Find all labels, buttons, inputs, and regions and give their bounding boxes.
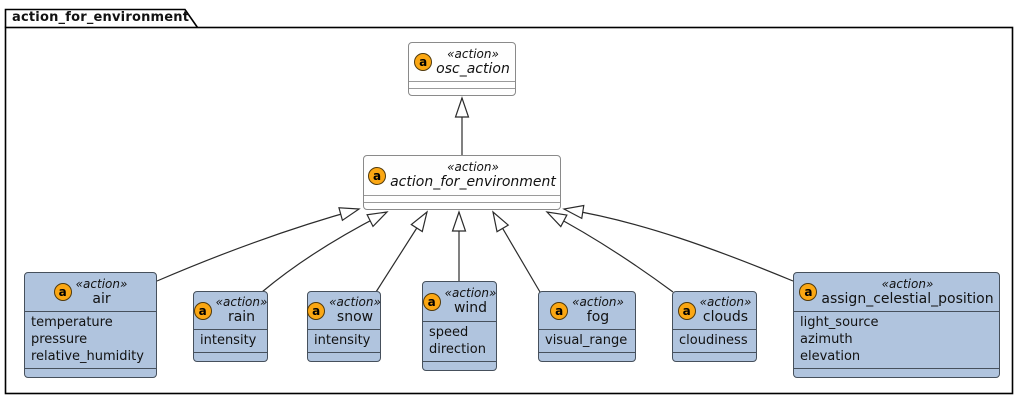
stereotype-label: «action» xyxy=(447,160,499,175)
package-tab xyxy=(4,8,199,28)
attributes-compartment: temperature pressure relative_humidity xyxy=(25,311,156,368)
class-air[interactable]: a «action» air temperature pressure rela… xyxy=(24,272,157,378)
attributes-compartment: speed direction xyxy=(423,321,496,361)
class-rain[interactable]: a «action» rain intensity xyxy=(193,291,268,362)
class-name: wind xyxy=(453,300,488,317)
action-spot-a-icon: a xyxy=(677,301,696,320)
attribute: intensity xyxy=(200,333,257,348)
class-header: a «action» osc_action xyxy=(409,43,515,81)
action-spot-a-icon: a xyxy=(799,283,818,301)
class-header: a «action» wind xyxy=(422,282,497,321)
class-name: rain xyxy=(227,309,256,326)
package-border xyxy=(4,26,1014,395)
edge-rain-to-afe xyxy=(261,211,389,293)
attribute: intensity xyxy=(314,333,371,348)
class-name: action_for_environment xyxy=(390,174,556,191)
action-spot-a-icon: a xyxy=(368,166,387,185)
empty-methods-compartment xyxy=(194,352,267,361)
attribute: elevation xyxy=(800,349,861,364)
action-spot-a-icon: a xyxy=(193,301,212,320)
attribute: speed xyxy=(429,325,469,340)
attribute: direction xyxy=(429,342,486,357)
action-spot-a-icon: a xyxy=(414,53,433,71)
class-assign-celestial-position[interactable]: a «action» assign_celestial_position lig… xyxy=(793,272,1000,378)
class-header: a «action» action_for_environment xyxy=(364,156,560,195)
empty-methods-compartment xyxy=(673,352,756,361)
class-name: assign_celestial_position xyxy=(821,290,994,307)
edge-clouds-to-afe xyxy=(545,211,674,293)
empty-methods-compartment xyxy=(364,202,560,209)
class-header: a «action» clouds xyxy=(673,292,756,329)
attributes-compartment: light_source azimuth elevation xyxy=(794,311,999,368)
class-header: a «action» air xyxy=(25,273,156,311)
empty-methods-compartment xyxy=(409,88,515,95)
package-title: action_for_environment xyxy=(12,10,190,25)
class-header: a «action» assign_celestial_position xyxy=(794,273,999,311)
class-name: snow xyxy=(336,309,374,326)
stereotype-label: «action» xyxy=(881,276,934,291)
class-name: osc_action xyxy=(436,60,510,77)
class-fog[interactable]: a «action» fog visual_range xyxy=(538,291,636,362)
class-header: a «action» rain xyxy=(193,292,268,329)
edge-snow-to-afe xyxy=(375,210,428,293)
empty-methods-compartment xyxy=(25,368,156,377)
attribute: pressure xyxy=(31,332,88,347)
edge-assign-celestial-position-to-afe xyxy=(562,204,794,282)
action-spot-a-icon: a xyxy=(307,301,326,320)
class-clouds[interactable]: a «action» clouds cloudiness xyxy=(672,291,757,362)
empty-methods-compartment xyxy=(423,361,496,370)
attribute: visual_range xyxy=(545,333,628,348)
attribute: azimuth xyxy=(800,332,853,347)
class-name: air xyxy=(92,290,111,307)
attributes-compartment: visual_range xyxy=(539,329,635,352)
attribute: temperature xyxy=(31,315,113,330)
action-spot-a-icon: a xyxy=(53,283,72,301)
attributes-compartment: cloudiness xyxy=(673,329,756,352)
empty-methods-compartment xyxy=(308,352,380,361)
stereotype-label: «action» xyxy=(447,46,499,61)
attribute: relative_humidity xyxy=(31,349,144,364)
class-name: clouds xyxy=(702,309,749,326)
attributes-compartment: intensity xyxy=(308,329,380,352)
action-spot-a-icon: a xyxy=(550,301,569,320)
empty-methods-compartment xyxy=(794,368,999,377)
empty-methods-compartment xyxy=(539,352,635,361)
stereotype-label: «action» xyxy=(329,295,381,310)
stereotype-label: «action» xyxy=(444,286,497,301)
class-header: a «action» snow xyxy=(307,292,381,329)
stereotype-label: «action» xyxy=(75,276,128,291)
action-spot-a-icon: a xyxy=(422,292,441,311)
class-name: fog xyxy=(586,309,610,326)
stereotype-label: «action» xyxy=(699,295,752,310)
empty-attributes-compartment xyxy=(409,81,515,88)
class-header: a «action» fog xyxy=(539,292,635,329)
stereotype-label: «action» xyxy=(215,295,268,310)
stereotype-label: «action» xyxy=(572,295,624,310)
empty-attributes-compartment xyxy=(364,195,560,202)
edge-air-to-afe xyxy=(156,207,361,282)
class-action-for-environment[interactable]: a «action» action_for_environment xyxy=(363,155,561,210)
class-wind[interactable]: a «action» wind speed direction xyxy=(422,281,497,371)
class-osc-action[interactable]: a «action» osc_action xyxy=(408,42,516,96)
attributes-compartment: intensity xyxy=(194,329,267,352)
class-snow[interactable]: a «action» snow intensity xyxy=(307,291,381,362)
edge-fog-to-afe xyxy=(492,210,541,293)
attribute: cloudiness xyxy=(679,333,748,348)
attribute: light_source xyxy=(800,315,879,330)
